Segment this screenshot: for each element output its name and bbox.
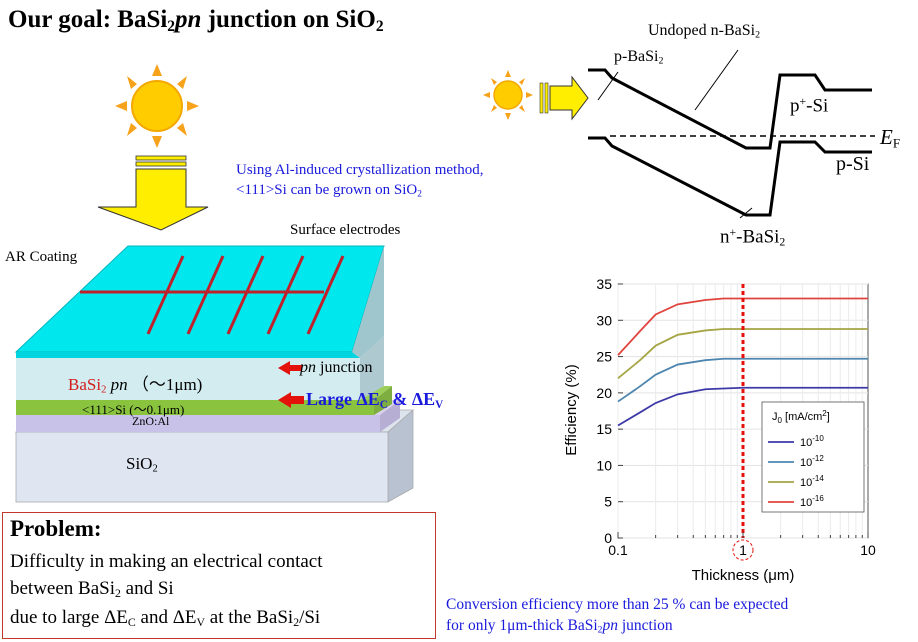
sio2-layer-label: SiO2: [126, 454, 158, 475]
y-tick-label: 5: [604, 494, 612, 510]
light-arrow: [97, 155, 209, 231]
p-si-label: p-Si: [836, 153, 870, 175]
method-note: Using Al-induced crystallization method,…: [236, 162, 484, 200]
conclusion-line-1: Conversion efficiency more than 25 % can…: [446, 596, 789, 613]
large-delta-arrow: [278, 392, 304, 408]
problem-title: Problem:: [10, 516, 102, 541]
undoped-label: Undoped n-BaSi2: [648, 22, 761, 41]
pplus-si-label: p+-Si: [790, 95, 829, 117]
legend-label: 10-10: [800, 434, 824, 449]
legend-label: 10-14: [800, 474, 824, 489]
p-basi2-label: p-BaSi2: [614, 48, 664, 67]
si-layer-label: <111>Si (～0.1μm): [82, 402, 185, 417]
sio2-layer: [15, 431, 389, 503]
pn-junction-arrow: [278, 361, 302, 375]
basi2-layer-label: BaSi2 pn （～1μm): [68, 375, 203, 396]
ar-coating-label: AR Coating: [5, 249, 78, 265]
efficiency-chart: Efficiency (%) Thickness (μm) 0 5 10 15 20 25…: [563, 276, 876, 584]
sun-with-light-arrow: [97, 64, 209, 231]
device-stack-diagram: [14, 245, 415, 503]
zno-layer: [16, 415, 380, 432]
legend-title: J0 [mA/cm2]: [772, 409, 830, 425]
sun-icon: [115, 64, 199, 148]
y-tick-label: 20: [596, 385, 612, 401]
chart-y-label: Efficiency (%): [563, 364, 580, 455]
large-delta-label: Large ΔEC & ΔEV: [306, 389, 444, 411]
x-tick-label: 1: [739, 542, 747, 558]
page-title: Our goal: BaSi2pn junction on SiO2: [8, 6, 384, 35]
legend-label: 10-12: [800, 454, 824, 469]
thickness-1um-marker-circle: [732, 539, 754, 561]
surface-electrodes-label: Surface electrodes: [290, 222, 401, 238]
basi2-layer: [16, 358, 360, 400]
y-tick-label: 30: [596, 312, 612, 328]
y-tick-label: 0: [604, 530, 612, 546]
pn-junction-label: pn junction: [300, 359, 373, 376]
y-tick-label: 35: [596, 276, 612, 292]
nplus-pointer: [739, 207, 753, 219]
conclusion-line-2: for only 1μm-thick BaSi2pn junction: [446, 617, 673, 636]
y-tick-label: 25: [596, 349, 612, 365]
problem-box: [2, 512, 436, 639]
band-diagram: [483, 49, 875, 219]
fermi-level-label: EF: [880, 125, 901, 151]
x-tick-label: 0.1: [608, 542, 628, 558]
problem-line-2: between BaSi2 and Si: [10, 578, 174, 600]
problem-line-1: Difficulty in making an electrical conta…: [10, 551, 323, 572]
series-line: [617, 386, 868, 427]
small-light-arrow: [539, 75, 589, 121]
undoped-pointer: [694, 49, 739, 111]
legend-label: 10-16: [800, 494, 824, 509]
y-tick-label: 15: [596, 421, 612, 437]
problem-line-3: due to large ΔEC and ΔEV at the BaSi2/Si: [10, 607, 321, 629]
y-tick-label: 10: [596, 457, 612, 473]
x-tick-label: 10: [860, 542, 876, 558]
surface-electrodes: [80, 255, 345, 335]
series-line: [617, 328, 868, 380]
chart-legend: J0 [mA/cm2] 10-10 10-12 10-14 10-16: [761, 401, 865, 513]
chart-x-label: Thickness (μm): [692, 567, 795, 584]
series-line: [617, 357, 868, 403]
p-basi2-pointer: [597, 71, 619, 101]
band-lines: [588, 68, 872, 217]
series-line: [617, 297, 868, 356]
zno-layer-label: ZnO:Al: [132, 414, 170, 428]
small-sun-icon: [483, 70, 533, 120]
nplus-basi2-label: n+-BaSi2: [720, 226, 786, 249]
